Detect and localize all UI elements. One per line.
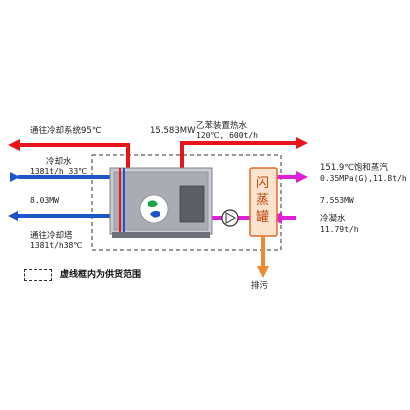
to-cooling-tower-spec: 1381t/h38℃	[30, 241, 83, 250]
flash-tank-char-3: 罐	[256, 210, 270, 225]
cooling-water-label: 冷却水	[46, 157, 72, 167]
ethylene-hot-water-label: 乙苯装置热水	[196, 121, 248, 131]
heat-pump-unit	[109, 167, 213, 238]
arrow-icon	[257, 266, 269, 278]
condensate-label: 冷凝水	[320, 214, 346, 224]
arrow-icon	[10, 172, 20, 182]
pump-icon	[221, 209, 239, 227]
power-right-label: 7.553MW	[320, 196, 354, 205]
power-top-label: 15.583MW	[150, 126, 196, 136]
condensate-spec: 11.79t/h	[320, 225, 359, 234]
flash-tank-char-1: 闪	[256, 176, 270, 191]
drain-label: 排污	[251, 281, 269, 291]
flash-tank-char-2: 蒸	[256, 193, 270, 208]
arrow-icon	[296, 171, 308, 183]
supply-scope-box	[91, 154, 282, 251]
ethylene-hot-water-spec: 120℃, 600t/h	[196, 131, 258, 140]
steam-spec: 0.35MPa(G),11.8t/h	[320, 174, 407, 183]
steam-label: 151.9℃饱和蒸汽	[320, 163, 388, 173]
legend: 虚线框内为供货范围	[24, 267, 141, 281]
legend-dashed-box	[24, 268, 52, 281]
to-cooling-system-label: 通往冷却系统95℃	[30, 126, 102, 136]
arrow-icon	[296, 137, 308, 149]
to-cooling-tower-label: 通往冷却塔	[30, 231, 73, 241]
hot-water-in-line	[180, 141, 296, 170]
power-left-label: 8.03MW	[30, 196, 59, 205]
arrow-icon	[8, 139, 20, 151]
cooling-water-spec: 1381t/h 33℃	[30, 167, 88, 176]
logo-icon	[139, 194, 169, 224]
hot-water-out-line	[20, 143, 130, 178]
legend-text: 虚线框内为供货范围	[60, 270, 142, 280]
arrow-icon	[8, 211, 18, 221]
